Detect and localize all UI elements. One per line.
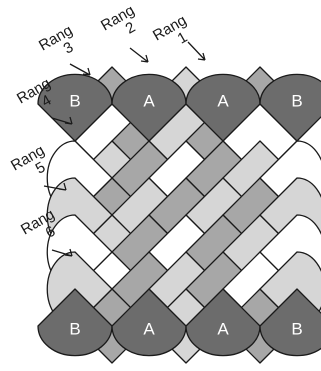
top-corner-label: B xyxy=(291,92,302,111)
top-corner-tab xyxy=(37,73,113,142)
rang-number: 3 xyxy=(61,39,77,58)
top-corner-label: B xyxy=(69,92,80,111)
rang-arrow xyxy=(43,182,67,191)
bottom-corner-label: B xyxy=(291,320,302,339)
rang-number: 2 xyxy=(123,19,139,38)
rang-arrow xyxy=(51,116,73,125)
rang-arrow xyxy=(69,63,91,76)
top-corner-label: A xyxy=(217,92,229,111)
bottom-corner-tab xyxy=(111,288,187,357)
top-corner-label: A xyxy=(143,92,155,111)
top-corner-tab xyxy=(259,73,321,142)
rang-number: 1 xyxy=(175,29,191,48)
corner-tabs: B A A B B A A B xyxy=(37,73,321,357)
top-corner-tab xyxy=(185,73,261,142)
rang-arrow xyxy=(129,47,149,63)
bottom-corner-label: A xyxy=(143,320,155,339)
rang-number: 5 xyxy=(33,159,49,178)
bottom-corner-tab xyxy=(259,288,321,357)
bottom-corner-tab xyxy=(37,288,113,357)
rang-arrow xyxy=(51,248,73,257)
bottom-corner-label: B xyxy=(69,320,80,339)
bottom-corner-label: A xyxy=(217,320,229,339)
rang-arrow xyxy=(187,41,206,61)
top-corner-tab xyxy=(111,73,187,142)
bottom-corner-tab xyxy=(185,288,261,357)
